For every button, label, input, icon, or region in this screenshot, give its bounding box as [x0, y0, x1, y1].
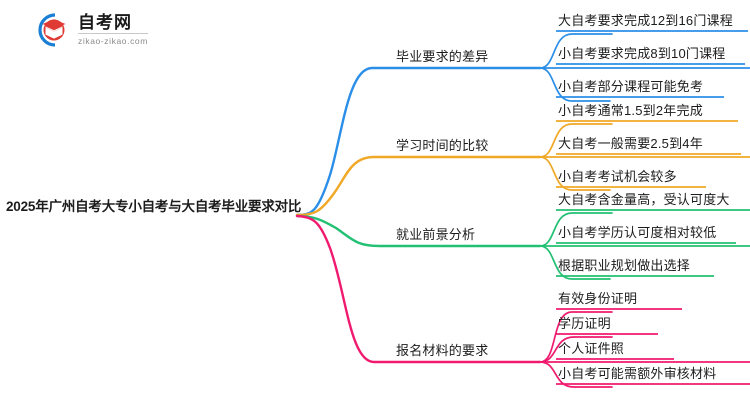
leaf-label-3-1[interactable]: 大自考含金量高，受认可度大 [558, 192, 730, 207]
graduation-cap-logo-icon [30, 10, 72, 50]
leaf-label-1-3[interactable]: 小自考部分课程可能免考 [558, 79, 704, 94]
branch-label-4[interactable]: 报名材料的要求 [396, 343, 489, 358]
leaf-label-4-3[interactable]: 个人证件照 [558, 341, 625, 356]
branch-label-1[interactable]: 毕业要求的差异 [396, 49, 489, 64]
leaf-label-2-3[interactable]: 小自考考试机会较多 [558, 169, 677, 184]
leaf-label-1-1[interactable]: 大自考要求完成12到16门课程 [558, 13, 733, 28]
branch-label-3[interactable]: 就业前景分析 [396, 227, 476, 242]
logo-title: 自考网 [78, 14, 148, 35]
leaf-label-2-2[interactable]: 大自考一般需要2.5到4年 [558, 136, 703, 151]
leaf-label-1-2[interactable]: 小自考要求完成8到10门课程 [558, 46, 726, 61]
mindmap-root-node[interactable]: 2025年广州自考大专小自考与大自考毕业要求对比 [6, 199, 302, 214]
leaf-label-4-2[interactable]: 学历证明 [558, 316, 611, 331]
branch-label-2[interactable]: 学习时间的比较 [396, 138, 489, 153]
branch-connector-4 [295, 214, 750, 388]
leaf-label-3-3[interactable]: 根据职业规划做出选择 [558, 258, 691, 273]
leaf-label-2-1[interactable]: 小自考通常1.5到2年完成 [558, 103, 703, 118]
leaf-label-4-4[interactable]: 小自考可能需额外审核材料 [558, 366, 717, 381]
leaf-label-3-2[interactable]: 小自考学历认可度相对较低 [558, 225, 717, 240]
site-logo: 自考网 zikao-zikao.com [30, 8, 180, 52]
leaf-label-4-1[interactable]: 有效身份证明 [558, 291, 638, 306]
logo-text: 自考网 zikao-zikao.com [78, 14, 148, 46]
logo-subtitle: zikao-zikao.com [78, 36, 148, 47]
